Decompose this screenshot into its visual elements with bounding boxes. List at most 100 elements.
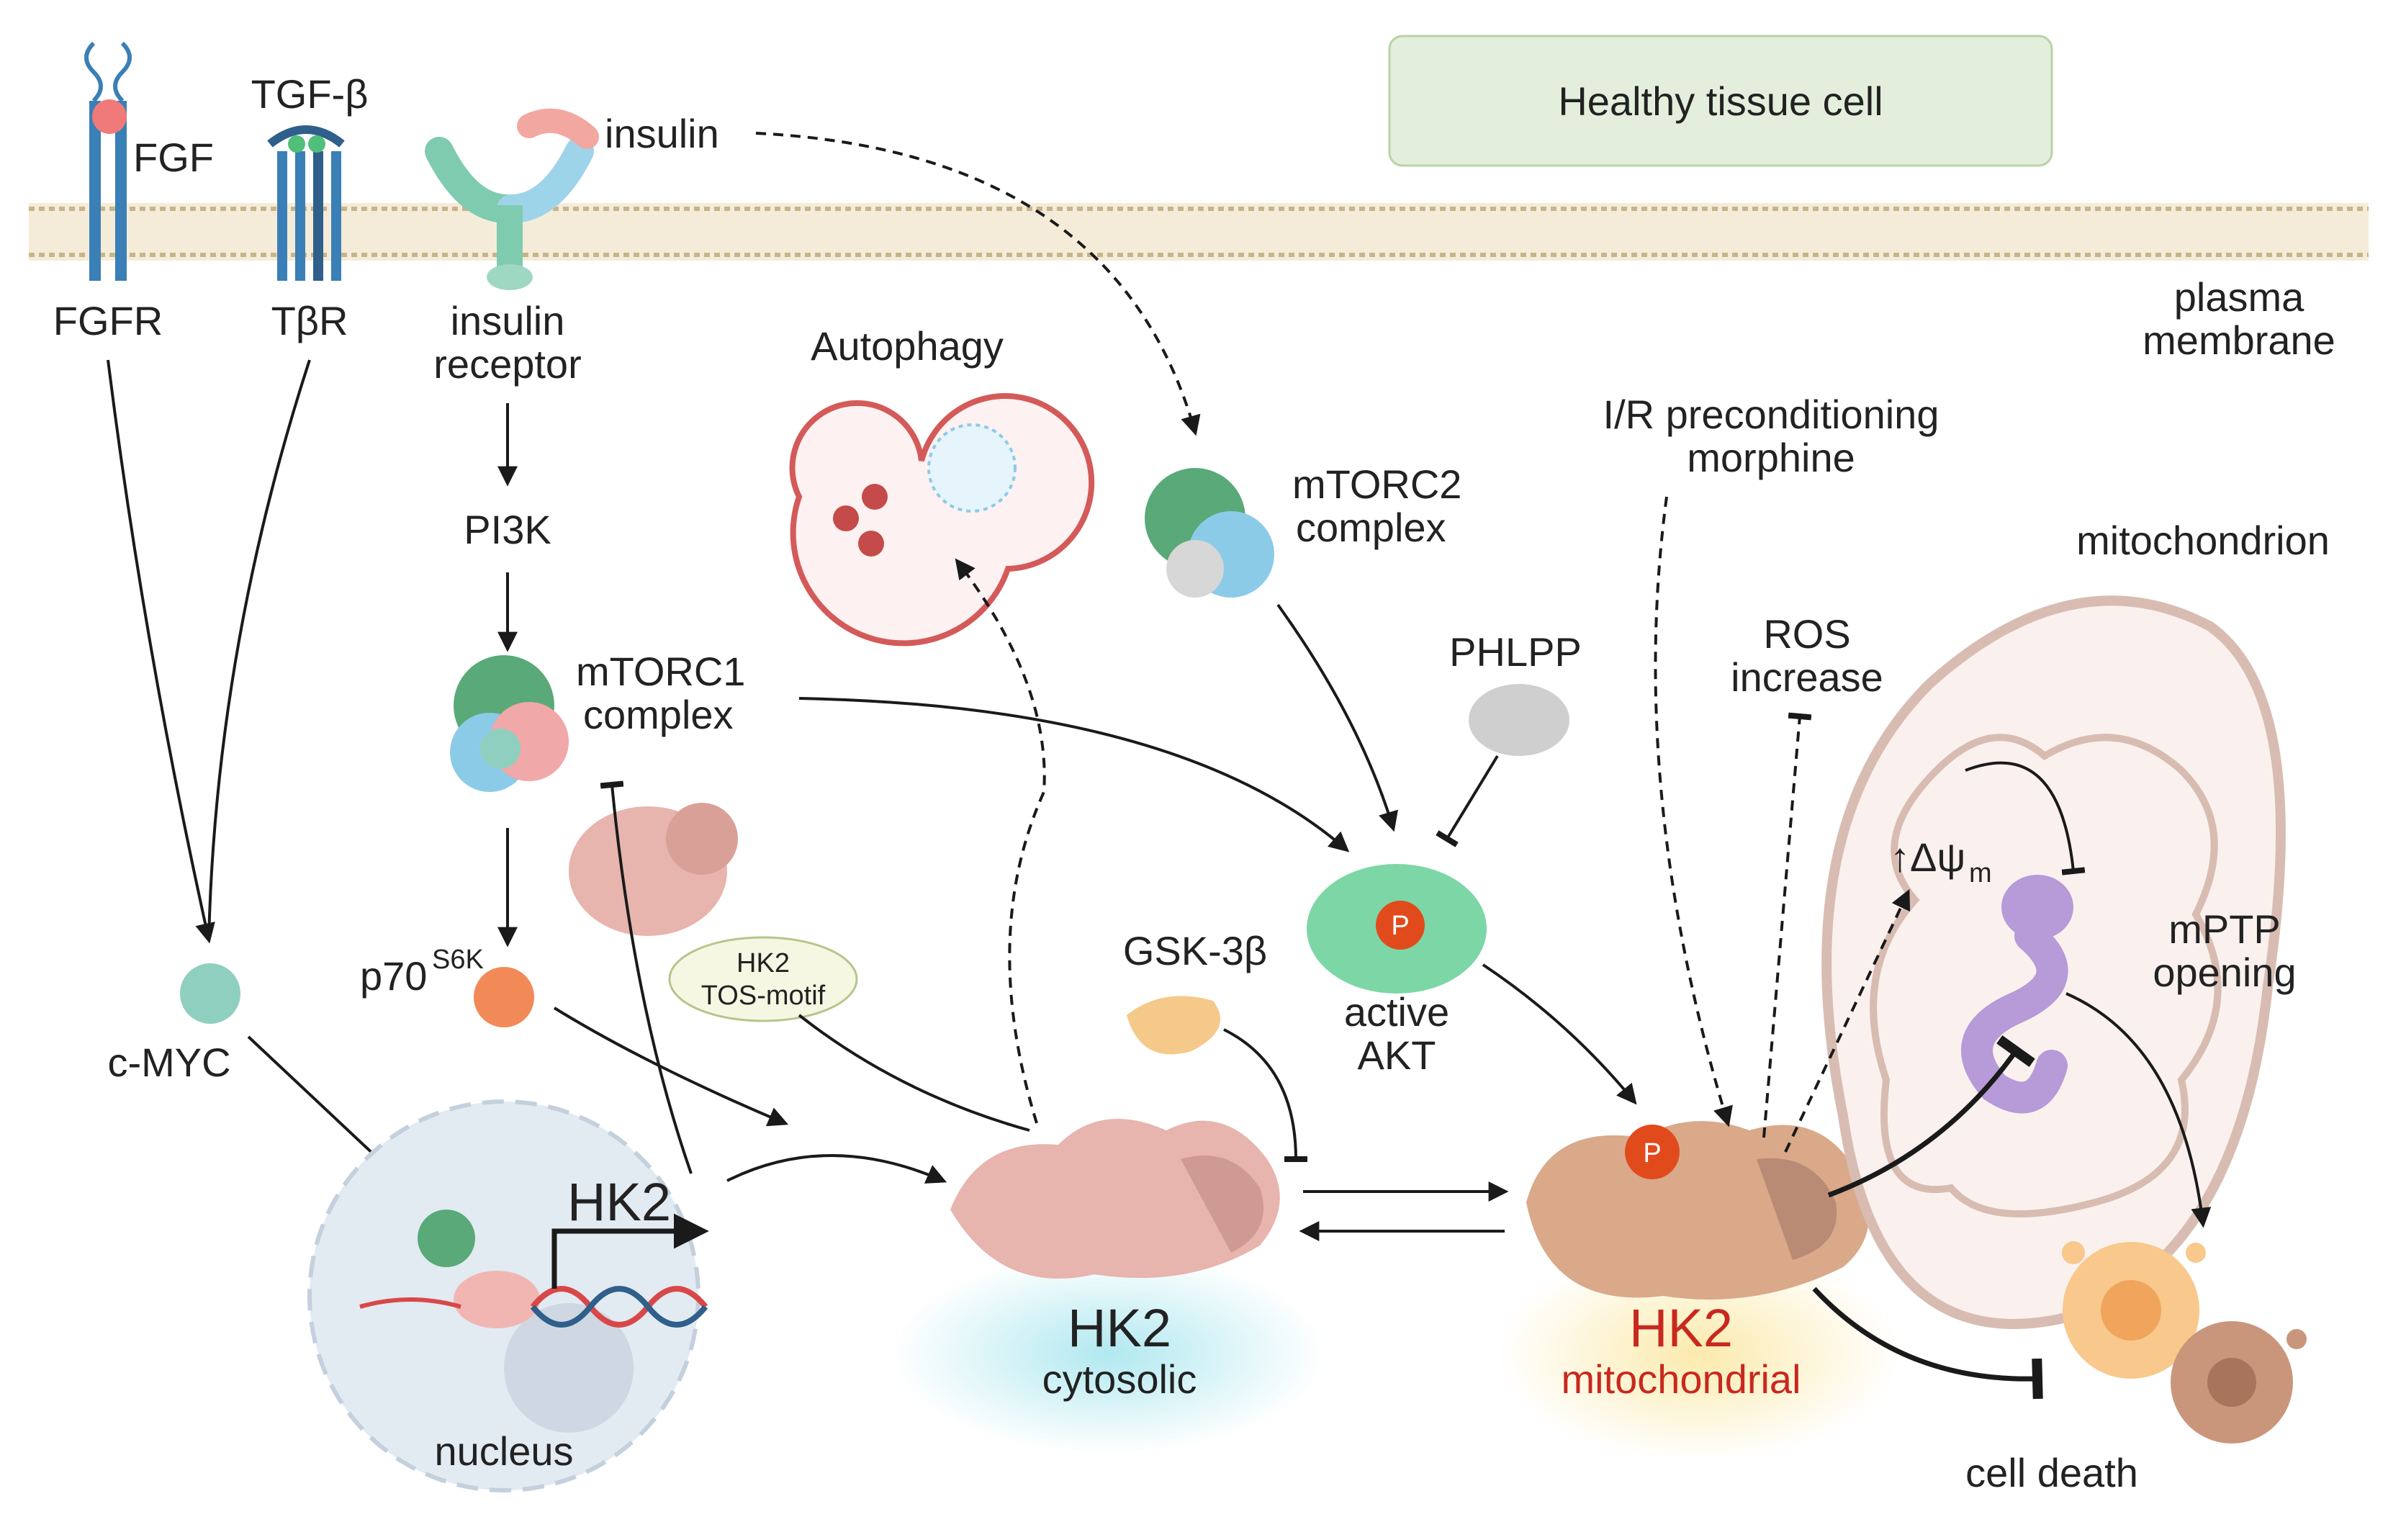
cmyc-protein-icon (180, 963, 240, 1024)
dashed-arrow-insulin-to-mtorc2 (755, 132, 1201, 436)
membrane-label-line2: membrane (2143, 318, 2335, 363)
mtorc1-label-line1: mTORC1 (576, 649, 745, 694)
tbr-label: TβR (271, 298, 348, 343)
title-box-frame (1388, 35, 2053, 167)
nucleus-tf-blob (418, 1210, 475, 1267)
tbr-arch (267, 125, 345, 148)
mptp-body (1961, 920, 2068, 1114)
dashed-inhibition-hk2-to-ros (1762, 712, 1812, 1138)
mtorc2-gray (1166, 540, 1224, 598)
hk2-mito-lobe (1757, 1158, 1837, 1260)
inhibition-gsk3b (1223, 1028, 1308, 1163)
dna-strand-left (359, 1297, 461, 1309)
fgf-label: FGF (133, 135, 214, 180)
mtorc2-label-line2: complex (1296, 505, 1446, 550)
tbr-stem-4 (331, 151, 341, 281)
mtorc2-protein-icon (1145, 468, 1274, 598)
fgfr-stem-left (89, 101, 101, 281)
hk2-mito-name: HK2 (1629, 1298, 1733, 1358)
hk2-cytosolic-sub: cytosolic (1042, 1356, 1197, 1402)
cargo-3 (858, 531, 884, 557)
tos-motif-box: HK2 TOS-motif (668, 936, 858, 1022)
ir-base (487, 264, 533, 290)
tos-label-line2: TOS-motif (701, 981, 826, 1011)
arrow-akt-to-hk2-mito (1482, 963, 1637, 1105)
nucleus-label: nucleus (434, 1428, 573, 1474)
membrane-label-line1: plasma (2174, 274, 2304, 320)
pi3k-label: PI3K (464, 507, 551, 552)
mptp-label-line1: mPTP (2168, 906, 2281, 952)
line-tos-to-hk2 (798, 1014, 1030, 1132)
akt-phospho-icon (1376, 901, 1425, 950)
arrow-tbr-to-cmyc (207, 359, 311, 940)
autophagosome-icon (789, 393, 1095, 647)
cargo-2 (862, 484, 888, 510)
inhibition-tos-to-mtorc1 (600, 780, 693, 1174)
arrow-mtorc2-to-akt (1276, 603, 1398, 832)
mtorc1-protein-icon (450, 655, 569, 792)
mitochondrion-label: mitochondrion (2076, 518, 2330, 563)
mptp-label-line2: opening (2153, 950, 2296, 995)
gsk3b-blob (1127, 996, 1220, 1055)
dna-helix-icon (530, 1286, 708, 1328)
hk2-cytosolic-glow (893, 1253, 1325, 1454)
insulin-label: insulin (605, 111, 719, 156)
inhibition-hk2-to-mptp (1827, 1035, 2035, 1198)
title-label: Healthy tissue cell (1558, 78, 1883, 124)
tos-protein-lobe (666, 803, 738, 875)
rna-polymerase-icon (454, 1271, 540, 1328)
fgfr-receptor-icon: FGF FGFR (53, 41, 214, 343)
tbr-stem-3 (313, 151, 323, 281)
insulin-receptor-icon: insulin insulin receptor (425, 108, 719, 387)
cmyc-label: c-MYC (107, 1040, 230, 1085)
hk2-cytosolic-name: HK2 (1068, 1298, 1171, 1358)
dashed-arrow-ir-to-hk2 (1654, 496, 1733, 1127)
hk2-mito-sub: mitochondrial (1561, 1356, 1801, 1402)
autophagosome-membrane (789, 393, 1095, 647)
dying-cell-1-nucleus (2101, 1280, 2161, 1341)
ir-arm-left (425, 137, 522, 223)
tos-motif-frame (668, 936, 858, 1022)
dashed-arrow-hk2-to-autophagy (955, 558, 1046, 1124)
apoptotic-cell-icon (2062, 1241, 2307, 1444)
arrow-mtorc1-to-akt (798, 697, 1350, 852)
delta-psi-label: ↑Δψ (1890, 834, 1965, 880)
hk2-mitochondrial: P HK2 mitochondrial (1497, 1121, 1901, 1462)
p70-label: p70 (360, 953, 427, 999)
phlpp-blob (1469, 684, 1569, 756)
cargo-vesicle (927, 423, 1017, 513)
cargo-1 (833, 505, 859, 531)
arrow-mptp-to-cell-death (2065, 992, 2212, 1228)
insulin-receptor-label-line1: insulin (451, 298, 565, 343)
akt-label-line1: active (1344, 989, 1449, 1035)
dying-cell-2-nucleus (2207, 1358, 2256, 1407)
insulin-ligand-icon (517, 108, 599, 149)
ros-label-line1: ROS (1763, 611, 1850, 657)
nucleus: HK2 nucleus (307, 1099, 709, 1492)
mptp-protein-icon (1961, 875, 2073, 1114)
hk2-cytosolic-lobe (1181, 1156, 1263, 1253)
fgfr-label: FGFR (53, 298, 163, 343)
insulin-receptor-label-line2: receptor (433, 341, 581, 387)
gsk3b-protein-icon (1127, 996, 1220, 1055)
title-box: Healthy tissue cell (1388, 35, 2053, 167)
nucleolus (504, 1303, 634, 1433)
apoptotic-body-2 (2186, 1243, 2206, 1263)
ir-label-line2: morphine (1687, 435, 1855, 480)
mtorc1-teal (480, 729, 521, 769)
mitochondrion-cristae (1870, 734, 2222, 1217)
fgfr-stem-right (115, 101, 127, 281)
tos-label-line1: HK2 (736, 948, 790, 978)
tbr-stem-2 (295, 151, 305, 281)
hk2-gene-label: HK2 (567, 1172, 671, 1232)
inhibition-hk2-to-cell-death (1812, 1287, 2043, 1400)
p70-protein-icon (474, 967, 534, 1027)
inhibition-delta-psi-to-mptp (1965, 761, 2086, 875)
apoptotic-body-1 (2062, 1241, 2085, 1264)
akt-protein-icon: P (1307, 864, 1487, 994)
hk2-mito-glow (1497, 1246, 1901, 1462)
fgfr-loops (84, 41, 132, 103)
tos-fragment-icon (569, 803, 738, 936)
plasma-membrane: plasma membrane (29, 203, 2369, 363)
